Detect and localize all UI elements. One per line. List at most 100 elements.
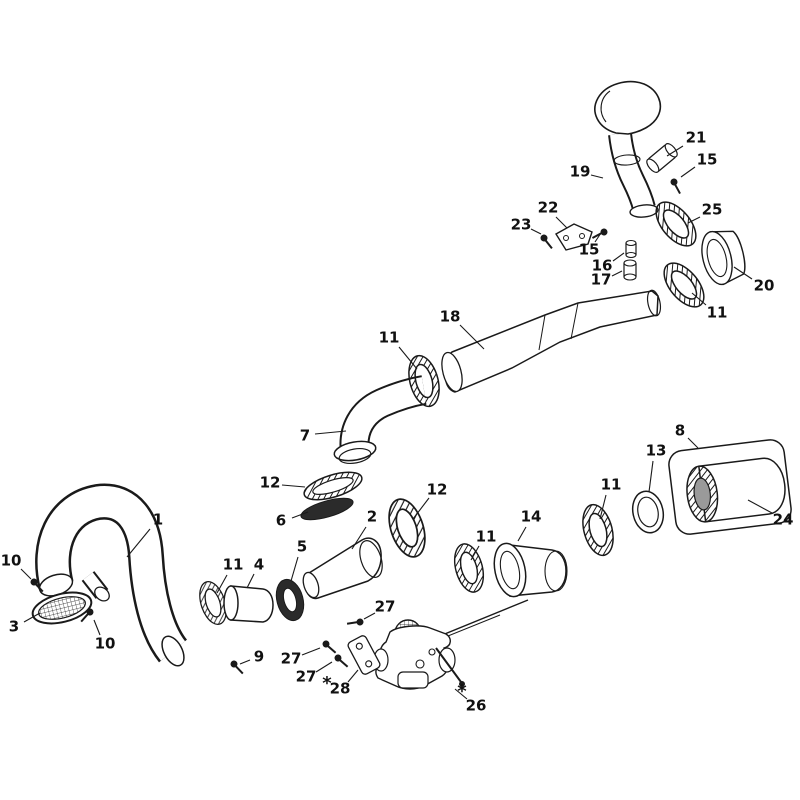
leader-line xyxy=(733,266,753,280)
part-callout-13: 13 xyxy=(646,442,667,460)
part-callout-9: 9 xyxy=(254,648,264,666)
leader-line xyxy=(216,574,228,594)
part-callout-11: 11 xyxy=(601,476,622,494)
leader-line xyxy=(687,437,699,449)
part-callout-15: 15 xyxy=(697,151,718,169)
screw-icon xyxy=(332,652,351,668)
leader-line xyxy=(347,669,359,683)
clamp-ring xyxy=(449,539,489,597)
part-callout-12: 12 xyxy=(427,481,448,499)
leader-line xyxy=(555,216,568,229)
part-callout-11: 11 xyxy=(223,556,244,574)
part-drawing-mesh-cap xyxy=(31,591,93,625)
part-callout-27: 27 xyxy=(296,668,317,686)
part-drawing-hose-stub xyxy=(623,259,637,281)
part-drawing-snorkel xyxy=(594,80,662,218)
leader-line xyxy=(530,228,542,235)
clamp-ring xyxy=(655,255,713,315)
part-callout-5: 5 xyxy=(297,538,307,556)
part-callout-8: 8 xyxy=(675,422,685,440)
part-callout-6: 6 xyxy=(276,512,286,530)
part-drawing-funnel-tube xyxy=(302,537,383,600)
part-callout-20: 20 xyxy=(754,277,775,295)
leader-line xyxy=(314,430,347,435)
leader-line xyxy=(666,145,684,157)
part-callout-7: 7 xyxy=(300,427,310,445)
part-drawing-duct-cap xyxy=(701,230,746,286)
part-drawing-strap-band xyxy=(303,471,363,501)
leader-line xyxy=(594,232,602,243)
part-drawing-dark-screen xyxy=(300,497,354,521)
leader-line xyxy=(315,661,333,673)
leader-line xyxy=(246,573,255,589)
leader-line xyxy=(454,688,468,700)
part-callout-12: 12 xyxy=(260,474,281,492)
bolt-icon xyxy=(227,658,247,675)
part-callout-24: 24 xyxy=(773,511,794,529)
leader-line xyxy=(281,484,306,488)
leader-line xyxy=(20,568,32,580)
part-drawing-bracket xyxy=(555,223,593,251)
asterisk-marker: * xyxy=(322,673,332,694)
leader-line xyxy=(459,324,485,350)
part-drawing-spacer xyxy=(625,239,637,259)
part-drawing-elbow-tube xyxy=(333,375,427,465)
part-callout-4: 4 xyxy=(254,556,264,574)
leader-line xyxy=(612,252,625,262)
leader-line xyxy=(687,216,701,224)
clamp-ring xyxy=(577,500,620,560)
leader-line xyxy=(412,497,430,520)
part-callout-10: 10 xyxy=(95,635,116,653)
part-callout-21: 21 xyxy=(686,129,707,147)
leader-line xyxy=(470,545,480,561)
leader-line xyxy=(23,612,41,623)
clamp-ring xyxy=(647,194,705,254)
part-callout-3: 3 xyxy=(9,618,19,636)
part-callout-27: 27 xyxy=(375,598,396,616)
part-drawing-seal-ring xyxy=(631,490,665,534)
leader-line xyxy=(290,556,299,582)
part-callout-17: 17 xyxy=(591,271,612,289)
leader-line xyxy=(291,511,309,519)
part-callout-27: 27 xyxy=(281,650,302,668)
screw-icon xyxy=(346,613,366,633)
leader-line xyxy=(680,166,696,178)
leader-line xyxy=(398,346,418,370)
leader-line xyxy=(590,174,604,179)
part-callout-28: 28 xyxy=(330,680,351,698)
leader-line xyxy=(351,526,367,550)
part-callout-23: 23 xyxy=(511,216,532,234)
part-drawing-gasket xyxy=(275,578,305,622)
part-drawing-intake-tube xyxy=(35,483,188,667)
part-callout-1: 1 xyxy=(153,511,163,529)
leader-line xyxy=(747,499,773,514)
part-drawing-carburetor xyxy=(373,599,529,690)
part-callout-2: 2 xyxy=(367,508,377,526)
leader-line xyxy=(599,494,607,520)
part-drawing-airbox-outline xyxy=(668,439,792,535)
part-drawing-small-duct xyxy=(646,143,678,173)
leader-line xyxy=(239,659,251,665)
part-drawing-main-duct xyxy=(441,289,662,393)
part-callout-11: 11 xyxy=(707,304,728,322)
leader-line xyxy=(301,647,321,656)
leader-line xyxy=(611,270,623,277)
asterisk-marker: * xyxy=(457,681,467,702)
part-drawing-air-filter xyxy=(686,457,786,523)
part-callout-25: 25 xyxy=(702,201,723,219)
part-callout-11: 11 xyxy=(476,528,497,546)
part-drawing-boot xyxy=(493,542,568,598)
leader-line xyxy=(691,292,707,306)
leader-line xyxy=(126,528,151,558)
part-callout-10: 10 xyxy=(1,552,22,570)
part-callout-11: 11 xyxy=(379,329,400,347)
part-callout-15: 15 xyxy=(579,241,600,259)
leader-line xyxy=(648,460,654,493)
part-callout-19: 19 xyxy=(570,163,591,181)
part-drawing-mount-bracket xyxy=(347,635,381,675)
part-callout-18: 18 xyxy=(440,308,461,326)
part-callout-14: 14 xyxy=(521,508,542,526)
